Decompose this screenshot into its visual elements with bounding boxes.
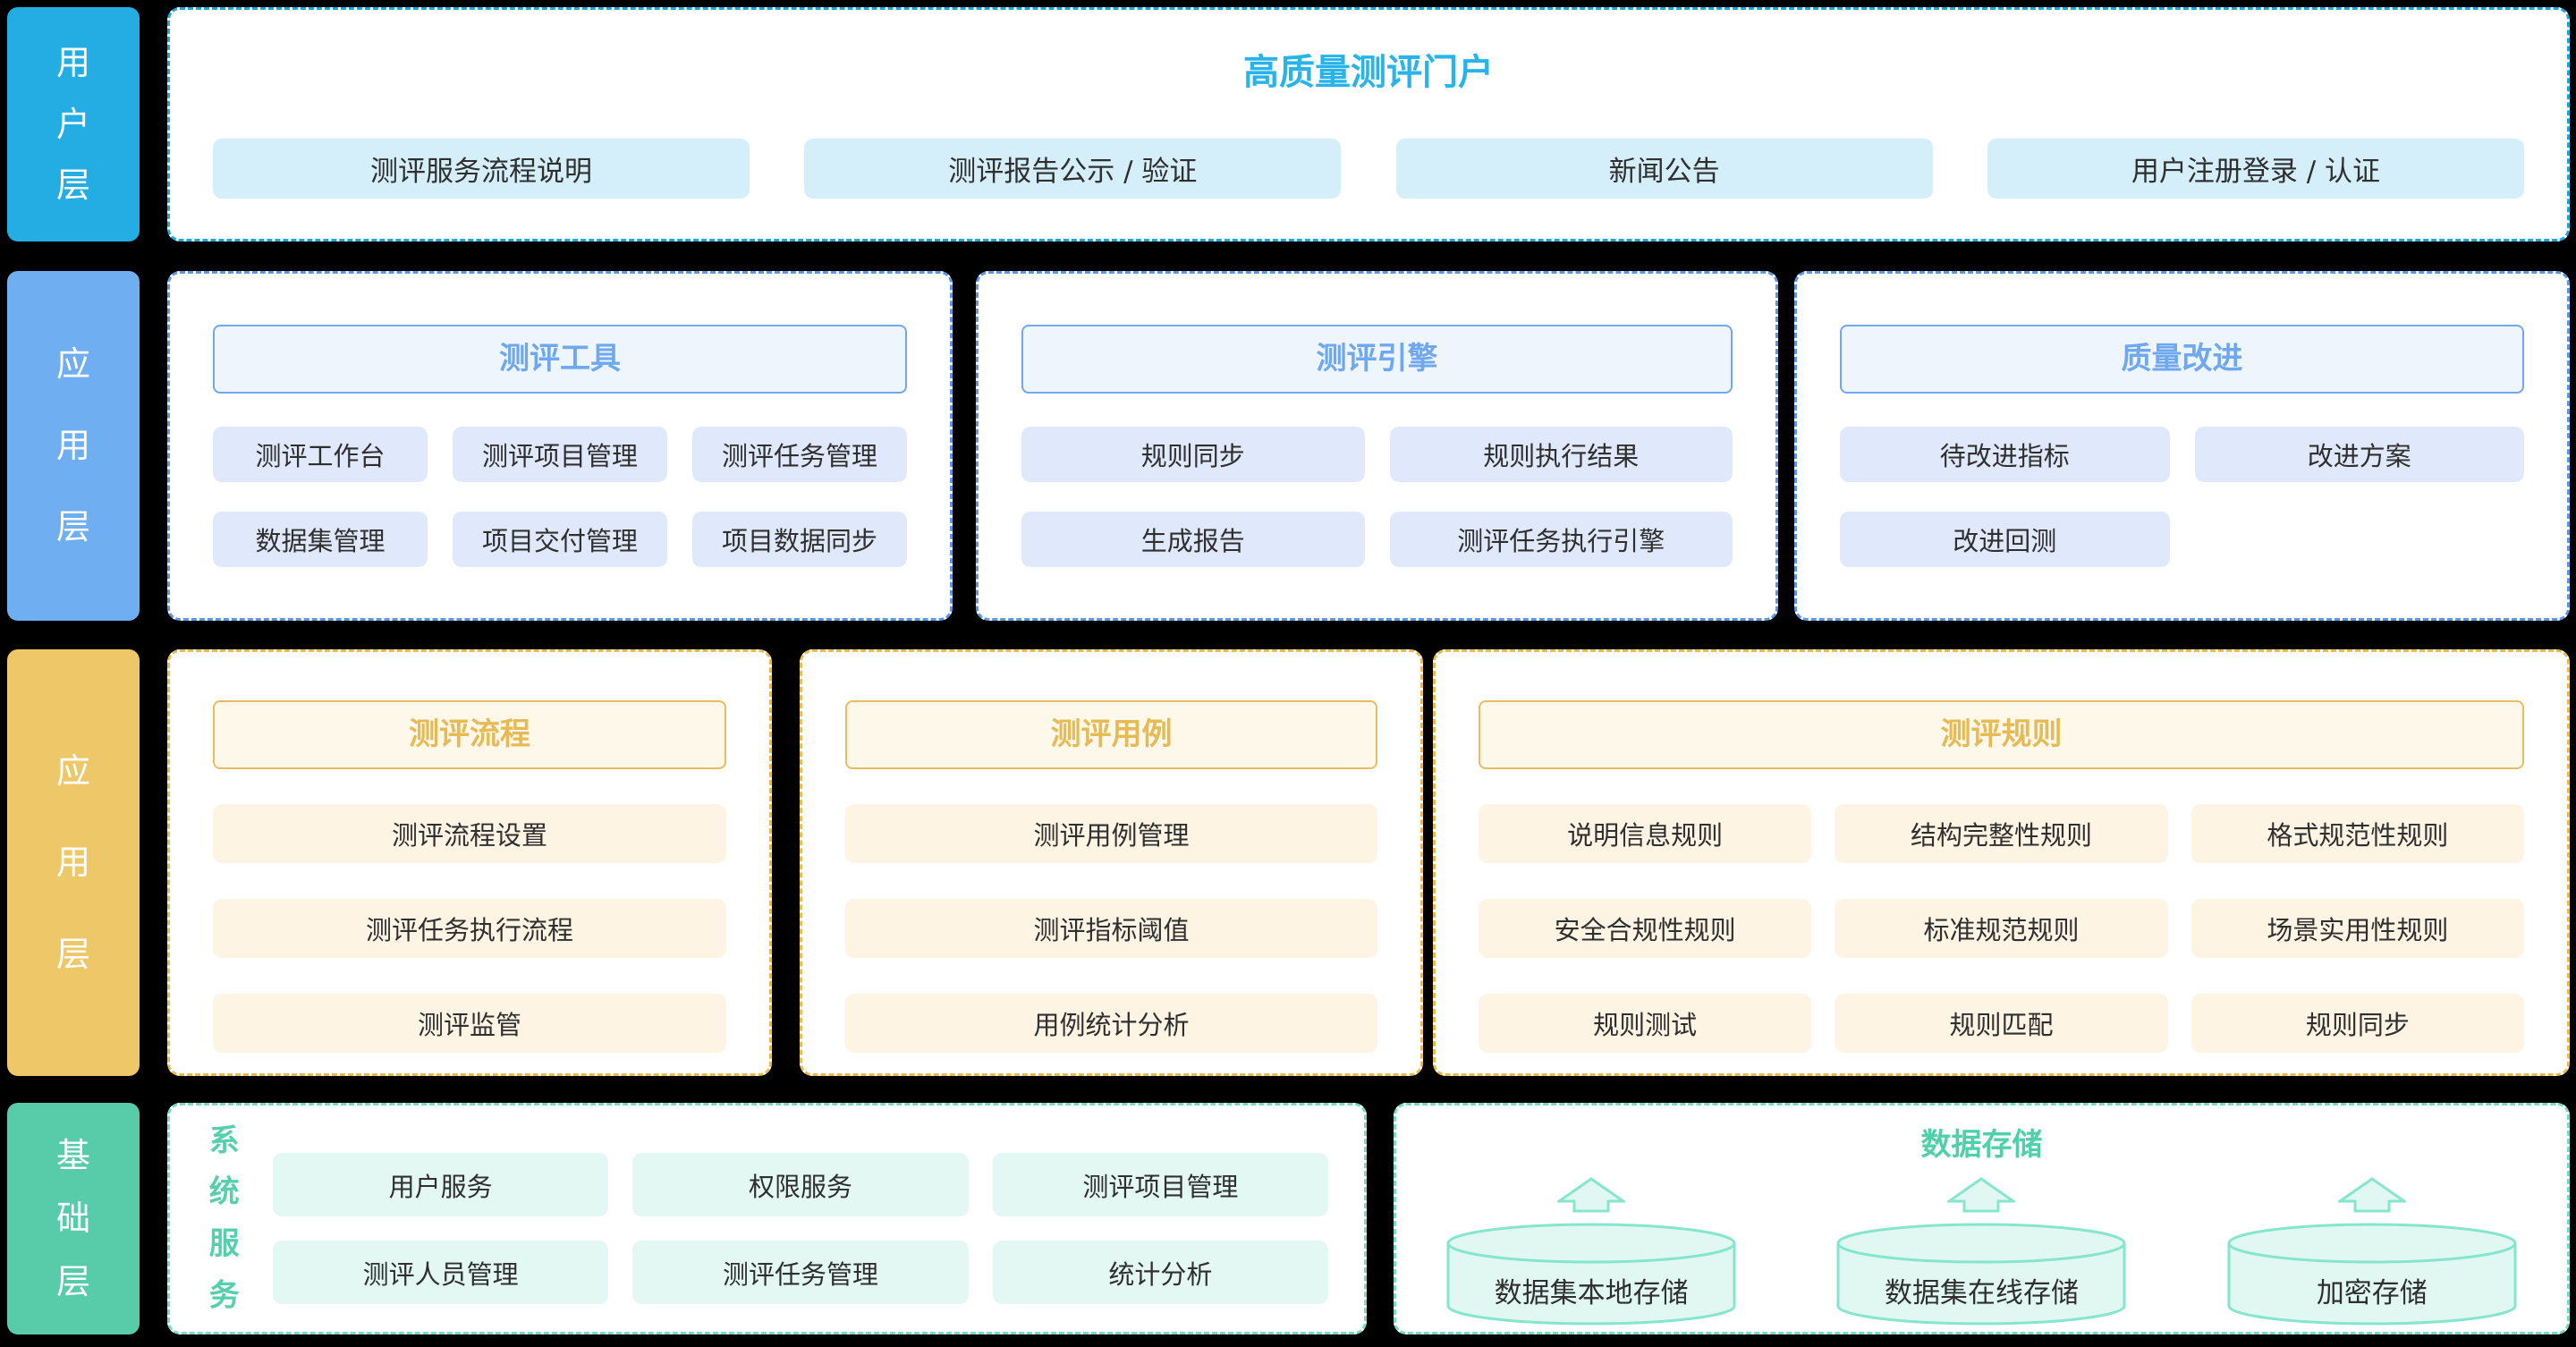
storage-local: 数据集本地存储 — [1444, 1177, 1739, 1329]
panel-eval-engine: 测评引擎 规则同步 规则执行结果 生成报告 测评任务执行引擎 — [976, 271, 1778, 621]
layer-label-user-text: 用户层 — [55, 43, 90, 206]
panel-data-storage: 数据存储 数据集本地存储 数据集在 — [1394, 1103, 2570, 1334]
panel-quality-improve: 质量改进 待改进指标 改进方案 改进回测 — [1794, 271, 2570, 621]
system-item-personnel-mgmt[interactable]: 测评人员管理 — [273, 1241, 609, 1304]
eval-rules-header: 测评规则 — [1479, 700, 2524, 769]
portal-items-row: 测评服务流程说明 测评报告公示 / 验证 新闻公告 用户注册登录 / 认证 — [213, 139, 2524, 199]
portal-item-news[interactable]: 新闻公告 — [1395, 139, 1933, 199]
panel-eval-rules: 测评规则 说明信息规则 结构完整性规则 格式规范性规则 安全合规性规则 标准规范… — [1433, 649, 2570, 1076]
data-storage-title: 数据存储 — [1920, 1127, 2043, 1163]
eval-rules-item-rule-sync[interactable]: 规则同步 — [2190, 994, 2524, 1053]
portal-panel: 高质量测评门户 测评服务流程说明 测评报告公示 / 验证 新闻公告 用户注册登录… — [167, 7, 2570, 241]
eval-tools-grid: 测评工作台 测评项目管理 测评任务管理 数据集管理 项目交付管理 项目数据同步 — [213, 427, 907, 567]
eval-rules-item-scenario-rules[interactable]: 场景实用性规则 — [2190, 899, 2524, 958]
eval-flow-item-flow-settings[interactable]: 测评流程设置 — [213, 804, 726, 863]
panel-eval-flow: 测评流程 测评流程设置 测评任务执行流程 测评监管 — [167, 649, 772, 1076]
eval-engine-grid: 规则同步 规则执行结果 生成报告 测评任务执行引擎 — [1021, 427, 1733, 567]
eval-tools-item-workbench[interactable]: 测评工作台 — [213, 427, 428, 482]
layer-label-application-orange-text: 应用层 — [55, 750, 90, 974]
data-storage-row: 数据集本地存储 数据集在线存储 — [1396, 1177, 2567, 1329]
eval-tools-item-task-mgmt[interactable]: 测评任务管理 — [692, 427, 907, 482]
up-arrow-icon — [2337, 1177, 2406, 1213]
storage-local-label: 数据集本地存储 — [1494, 1277, 1689, 1309]
system-item-stats-analysis[interactable]: 统计分析 — [992, 1241, 1328, 1304]
quality-improve-grid: 待改进指标 改进方案 改进回测 — [1840, 427, 2524, 567]
layer-label-user: 用户层 — [7, 7, 140, 241]
layer-label-base: 基础层 — [7, 1103, 140, 1334]
panel-eval-case: 测评用例 测评用例管理 测评指标阈值 用例统计分析 — [800, 649, 1423, 1076]
quality-improve-item-improve-plan[interactable]: 改进方案 — [2194, 427, 2524, 482]
eval-flow-item-supervision[interactable]: 测评监管 — [213, 994, 726, 1053]
portal-item-service-flow[interactable]: 测评服务流程说明 — [213, 139, 750, 199]
eval-tools-item-data-sync[interactable]: 项目数据同步 — [692, 512, 907, 567]
eval-engine-item-rule-results[interactable]: 规则执行结果 — [1389, 427, 1733, 482]
database-cylinder-icon — [1446, 1223, 1736, 1326]
system-item-permission-service[interactable]: 权限服务 — [632, 1153, 969, 1216]
eval-flow-grid: 测评流程设置 测评任务执行流程 测评监管 — [213, 804, 726, 1053]
layer-label-application-orange: 应用层 — [7, 649, 140, 1076]
portal-item-report-publicity[interactable]: 测评报告公示 / 验证 — [804, 139, 1342, 199]
eval-rules-item-rule-test[interactable]: 规则测试 — [1479, 994, 1812, 1053]
eval-rules-item-format-rules[interactable]: 格式规范性规则 — [2190, 804, 2524, 863]
up-arrow-icon — [1947, 1177, 2016, 1213]
eval-tools-item-dataset-mgmt[interactable]: 数据集管理 — [213, 512, 428, 567]
eval-case-item-metric-threshold[interactable]: 测评指标阈值 — [845, 899, 1377, 958]
eval-rules-item-security-rules[interactable]: 安全合规性规则 — [1479, 899, 1812, 958]
eval-rules-item-rule-match[interactable]: 规则匹配 — [1835, 994, 2168, 1053]
storage-encrypted-label: 加密存储 — [2316, 1277, 2428, 1309]
layer-label-base-text: 基础层 — [55, 1136, 90, 1301]
eval-tools-item-delivery-mgmt[interactable]: 项目交付管理 — [453, 512, 667, 567]
panel-system-services: 系统服务 用户服务 权限服务 测评项目管理 测评人员管理 测评任务管理 统计分析 — [167, 1103, 1367, 1334]
eval-engine-item-rule-sync[interactable]: 规则同步 — [1021, 427, 1365, 482]
system-item-user-service[interactable]: 用户服务 — [273, 1153, 609, 1216]
system-item-task-mgmt[interactable]: 测评任务管理 — [632, 1241, 969, 1304]
system-services-label: 系统服务 — [208, 1122, 240, 1314]
eval-engine-item-task-exec-engine[interactable]: 测评任务执行引擎 — [1389, 512, 1733, 567]
up-arrow-icon — [1557, 1177, 1626, 1213]
layer-label-application-blue: 应用层 — [7, 271, 140, 621]
eval-case-header: 测评用例 — [845, 700, 1377, 769]
eval-engine-header: 测评引擎 — [1021, 325, 1733, 394]
portal-item-register-login[interactable]: 用户注册登录 / 认证 — [1987, 139, 2524, 199]
eval-case-item-case-mgmt[interactable]: 测评用例管理 — [845, 804, 1377, 863]
eval-engine-item-generate-report[interactable]: 生成报告 — [1021, 512, 1365, 567]
quality-improve-item-pending-metrics[interactable]: 待改进指标 — [1840, 427, 2170, 482]
layer-label-application-blue-text: 应用层 — [55, 343, 90, 547]
eval-tools-item-project-mgmt[interactable]: 测评项目管理 — [453, 427, 667, 482]
eval-case-grid: 测评用例管理 测评指标阈值 用例统计分析 — [845, 804, 1377, 1053]
database-cylinder-icon — [2227, 1223, 2517, 1326]
eval-rules-grid: 说明信息规则 结构完整性规则 格式规范性规则 安全合规性规则 标准规范规则 场景… — [1479, 804, 2524, 1053]
storage-online: 数据集在线存储 — [1834, 1177, 2129, 1329]
quality-improve-item-retest[interactable]: 改进回测 — [1840, 512, 2170, 567]
eval-case-item-stats-analysis[interactable]: 用例统计分析 — [845, 994, 1377, 1053]
eval-tools-header: 测评工具 — [213, 325, 907, 394]
eval-flow-header: 测评流程 — [213, 700, 726, 769]
panel-eval-tools: 测评工具 测评工作台 测评项目管理 测评任务管理 数据集管理 项目交付管理 项目… — [167, 271, 953, 621]
storage-online-label: 数据集在线存储 — [1884, 1277, 2079, 1309]
portal-title: 高质量测评门户 — [1243, 52, 1494, 93]
quality-improve-header: 质量改进 — [1840, 325, 2524, 394]
eval-flow-item-task-exec-flow[interactable]: 测评任务执行流程 — [213, 899, 726, 958]
database-cylinder-icon — [1836, 1223, 2126, 1326]
system-services-grid: 用户服务 权限服务 测评项目管理 测评人员管理 测评任务管理 统计分析 — [273, 1153, 1328, 1304]
storage-encrypted: 加密存储 — [2224, 1177, 2520, 1329]
eval-rules-item-info-rules[interactable]: 说明信息规则 — [1479, 804, 1812, 863]
eval-rules-item-standard-rules[interactable]: 标准规范规则 — [1835, 899, 2168, 958]
system-item-project-mgmt[interactable]: 测评项目管理 — [992, 1153, 1328, 1216]
eval-rules-item-structure-rules[interactable]: 结构完整性规则 — [1835, 804, 2168, 863]
